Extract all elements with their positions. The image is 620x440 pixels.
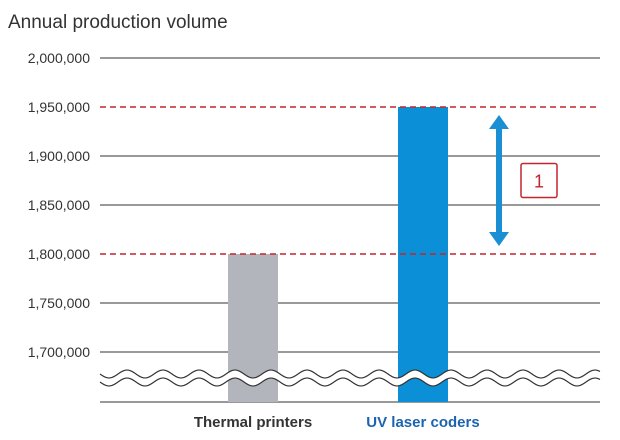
reference-lines — [100, 106, 600, 255]
chart-title: Annual production volume — [8, 12, 228, 33]
y-tick-label: 2,000,000 — [28, 50, 90, 66]
y-tick-label: 1,850,000 — [28, 197, 90, 213]
y-tick-label: 1,750,000 — [28, 295, 90, 311]
category-label: Thermal printers — [194, 414, 312, 431]
arrow-head-up — [489, 115, 509, 129]
axis-break-wave — [99, 369, 601, 379]
y-tick-label: 1,700,000 — [28, 344, 90, 360]
y-tick-label: 1,800,000 — [28, 246, 90, 262]
gridlines — [100, 57, 600, 403]
y-tick-label: 1,950,000 — [28, 99, 90, 115]
axis-break-wave — [99, 377, 601, 387]
axis-break — [99, 369, 601, 387]
category-label: UV laser coders — [366, 414, 479, 431]
annotation-label: 1 — [534, 172, 544, 192]
x-axis-category-labels: Thermal printers UV laser coders — [194, 414, 480, 431]
difference-annotation: 1 — [489, 115, 558, 246]
y-tick-label: 1,900,000 — [28, 148, 90, 164]
y-axis-tick-labels: 1,700,000 1,750,000 1,800,000 1,850,000 1,90… — [28, 50, 90, 360]
annotation-box — [520, 162, 558, 199]
arrow-head-down — [489, 232, 509, 246]
